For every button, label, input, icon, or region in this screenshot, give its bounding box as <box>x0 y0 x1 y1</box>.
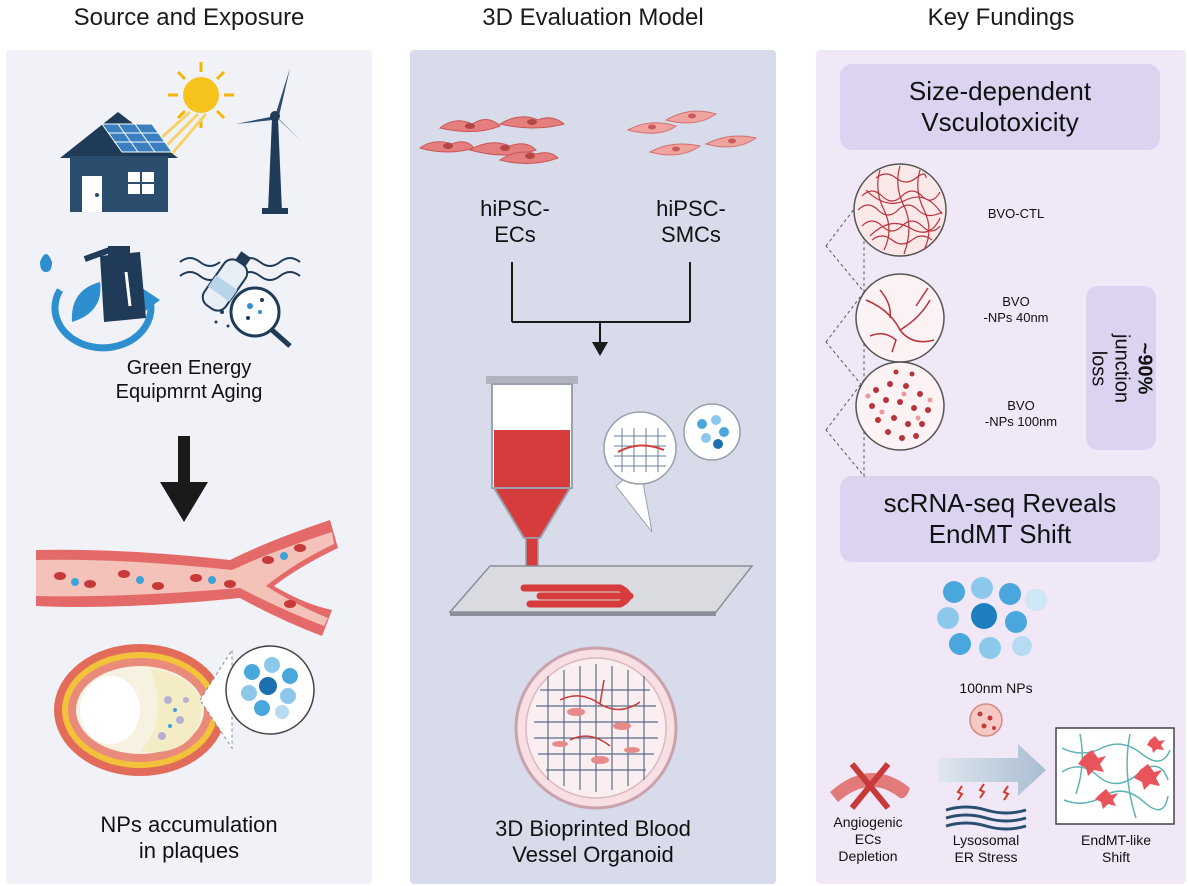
bvo-40nm-label-line-1: BVO <box>1002 294 1030 309</box>
organoid-label: 3D Bioprinted Blood Vessel Organoid <box>410 816 776 869</box>
print-platform-icon <box>448 565 754 616</box>
angiogenic-label-line-3: Depletion <box>838 847 898 864</box>
lysosome-cell-icon <box>969 703 1003 737</box>
angiogenic-label: Angiogenic ECs Depletion <box>820 814 916 864</box>
ec-label-line-2: ECs <box>494 222 536 248</box>
plastic-pollution-icon <box>179 251 301 348</box>
finding-box-1-line-2: Vsculotoxicity <box>921 107 1079 137</box>
smc-label-line-1: hiPSC- <box>656 196 726 221</box>
bvo-40nm-organoid-icon <box>825 273 945 390</box>
smc-label: hiPSC- SMCs <box>616 196 766 249</box>
lysosomal-label-line-1: Lysosomal <box>952 832 1020 848</box>
title-source-exposure: Source and Exposure <box>73 4 305 31</box>
blood-vessel-icon <box>36 520 338 636</box>
plaque-cross-section-icon <box>54 644 315 776</box>
solar-house-icon <box>60 112 178 212</box>
angiogenic-label-line-1: Angiogenic <box>833 814 903 830</box>
print-zoom-callout <box>603 403 741 533</box>
accumulation-label: NPs accumulation in plaques <box>6 812 372 865</box>
wind-turbine-icon <box>236 68 300 214</box>
shift-arrow-icon <box>938 744 1046 796</box>
er-stress-icon <box>945 783 1027 831</box>
lysosomal-label: Lysosomal ER Stress <box>934 832 1038 866</box>
endmt-label: EndMT-like Shift <box>1064 832 1168 866</box>
endmt-network-icon <box>1055 727 1175 825</box>
bioprinter-nozzle-icon <box>486 376 578 591</box>
nanoparticle-cluster-icon <box>241 657 298 719</box>
finding-box-2-line-2: EndMT Shift <box>928 519 1072 549</box>
finding-box-2-line-1: scRNA-seq Reveals <box>883 487 1117 518</box>
ec-depletion-icon <box>830 762 910 810</box>
ec-label: hiPSC- ECs <box>440 196 590 249</box>
finding-box-scrna-seq: scRNA-seq Reveals EndMT Shift <box>840 476 1160 562</box>
finding-box-size-dependent: Size-dependent Vsculotoxicity <box>840 64 1160 150</box>
aging-label-line-1: Green Energy <box>126 357 252 379</box>
organoid-dish-icon <box>514 646 678 810</box>
finding-box-1-line-1: Size-dependent <box>908 75 1092 106</box>
bvo-40nm-label-line-2: -NPs 40nm <box>983 309 1049 325</box>
accumulation-label-line-1: NPs accumulation <box>100 812 278 837</box>
bvo-ctl-label: BVO-CTL <box>987 206 1045 221</box>
endothelial-cells-icon <box>418 116 566 164</box>
bvo-100nm-label: BVO -NPs 100nm <box>966 398 1076 429</box>
nanoparticles-small-icon <box>697 415 729 449</box>
aging-label-line-2: Equipmrnt Aging <box>115 381 263 403</box>
ec-label-line-1: hiPSC- <box>480 196 550 221</box>
organoid-label-line-1: 3D Bioprinted Blood <box>495 816 691 841</box>
junction-loss-box: ~90% junction loss <box>1086 286 1156 450</box>
nps-100nm-label: 100nm NPs <box>959 680 1033 696</box>
bvo-100nm-label-line-1: BVO <box>1007 398 1035 413</box>
aging-label: Green Energy Equipmrnt Aging <box>6 356 372 404</box>
down-arrow-icon <box>160 436 208 522</box>
combine-arrowhead-icon <box>592 342 608 356</box>
angiogenic-label-line-2: ECs <box>854 830 882 847</box>
sun-icon <box>148 62 234 157</box>
bvo-40nm-label: BVO -NPs 40nm <box>966 294 1066 325</box>
organoid-label-line-2: Vessel Organoid <box>512 842 674 868</box>
nanoparticles-100nm-icon <box>937 577 1047 659</box>
endmt-label-line-2: Shift <box>1101 848 1130 865</box>
aging-cycle-icon <box>40 246 160 352</box>
bvo-ctl-organoid-icon <box>825 163 947 294</box>
endmt-label-line-1: EndMT-like <box>1080 832 1152 848</box>
accumulation-label-line-2: in plaques <box>138 838 240 864</box>
lysosomal-label-line-2: ER Stress <box>954 848 1018 865</box>
title-key-findings: Key Fundings <box>927 4 1075 31</box>
title-3d-evaluation-model: 3D Evaluation Model <box>482 4 704 31</box>
smc-label-line-2: SMCs <box>661 222 721 248</box>
bvo-100nm-organoid-icon <box>825 361 945 478</box>
smooth-muscle-cells-icon <box>626 110 758 156</box>
bvo-100nm-label-line-2: -NPs 100nm <box>984 413 1058 429</box>
